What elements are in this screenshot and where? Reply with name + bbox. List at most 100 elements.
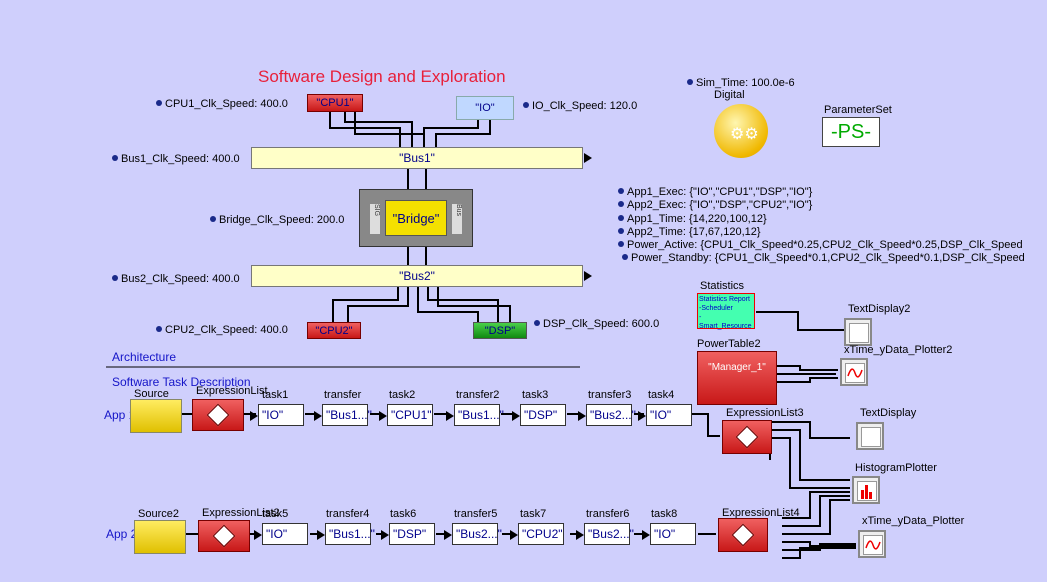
sim-time-param[interactable]: Sim_Time: 100.0e-6 xyxy=(687,77,795,89)
expression-list4-label: ExpressionList4 xyxy=(722,507,800,519)
diamond-icon xyxy=(206,403,230,427)
task-block[interactable]: "CPU2" xyxy=(510,523,564,545)
xtime-plotter-label: xTime_yData_Plotter xyxy=(862,515,965,527)
task-block[interactable]: "CPU1" xyxy=(379,404,433,426)
task-title: task6 xyxy=(390,508,417,520)
bus2-block[interactable]: "Bus2" xyxy=(251,265,592,287)
source-block[interactable] xyxy=(130,399,182,433)
task-title: transfer5 xyxy=(454,508,498,520)
app2-exec-param[interactable]: App2_Exec: {"IO","DSP","CPU2","IO"} xyxy=(618,199,812,211)
diamond-icon xyxy=(212,524,236,548)
bridge-clk-param[interactable]: Bridge_Clk_Speed: 200.0 xyxy=(210,214,344,226)
parameter-set-text: -PS- xyxy=(831,120,871,143)
param-icon xyxy=(534,320,540,326)
parameter-set-block[interactable]: -PS- xyxy=(822,117,880,147)
text-display-block[interactable] xyxy=(856,422,884,450)
param-icon xyxy=(687,79,693,85)
power-table-block[interactable]: "Manager_1" xyxy=(697,351,777,405)
histogram-plotter-block[interactable] xyxy=(852,476,880,504)
cpu2-clk-param[interactable]: CPU2_Clk_Speed: 400.0 xyxy=(156,324,288,336)
power-standby-param[interactable]: Power_Standby: {CPU1_Clk_Speed*0.1,CPU2_… xyxy=(622,252,1025,264)
xtime-plotter-block[interactable] xyxy=(858,530,886,558)
bridge-side-right: Bus xyxy=(452,204,462,234)
bridge-block[interactable]: SIG "Bridge" Bus xyxy=(359,189,473,247)
task-title: transfer3 xyxy=(588,389,632,401)
task-block[interactable]: "IO" xyxy=(250,404,304,426)
diamond-icon xyxy=(731,523,755,547)
text-display-label: TextDisplay xyxy=(860,407,917,419)
bus2-clk-param[interactable]: Bus2_Clk_Speed: 400.0 xyxy=(112,273,240,285)
task-block[interactable]: "IO" xyxy=(642,523,696,545)
task-block[interactable]: "Bus2..." xyxy=(578,404,636,426)
app1-exec-param[interactable]: App1_Exec: {"IO","CPU1","DSP","IO"} xyxy=(618,186,812,198)
app2-time-text: App2_Time: {17,67,120,12} xyxy=(627,226,761,238)
param-icon xyxy=(112,275,118,281)
task-block[interactable]: "IO" xyxy=(638,404,692,426)
param-icon xyxy=(618,188,624,194)
bridge-side-left: SIG xyxy=(370,204,380,234)
dsp-label: "DSP" xyxy=(484,324,516,337)
task-block[interactable]: "Bus1..." xyxy=(317,523,375,545)
task-title: task3 xyxy=(522,389,549,401)
task-block[interactable]: "Bus2..." xyxy=(444,523,502,545)
task-block[interactable]: "Bus1..." xyxy=(446,404,504,426)
xtime-plotter2-label: xTime_yData_Plotter2 xyxy=(844,344,953,356)
expression-list2-label: ExpressionList2 xyxy=(202,507,280,519)
display-icon xyxy=(849,323,869,343)
digital-gear-icon[interactable]: ⚙⚙ xyxy=(714,104,768,158)
source-label: Source xyxy=(134,388,169,400)
task-block[interactable]: "IO" xyxy=(254,523,308,545)
cpu1-block[interactable]: "CPU1" xyxy=(307,94,363,112)
param-icon xyxy=(210,216,216,222)
task-block[interactable]: "DSP" xyxy=(512,404,566,426)
power-active-param[interactable]: Power_Active: {CPU1_Clk_Speed*0.25,CPU2_… xyxy=(618,239,1023,251)
bridge-clk-text: Bridge_Clk_Speed: 200.0 xyxy=(219,214,345,226)
task-title: transfer4 xyxy=(326,508,370,520)
expression-list3-label: ExpressionList3 xyxy=(726,407,804,419)
io-label: "IO" xyxy=(475,102,495,114)
io-clk-param[interactable]: IO_Clk_Speed: 120.0 xyxy=(523,100,637,112)
bus2-clk-text: Bus2_Clk_Speed: 400.0 xyxy=(121,273,240,285)
app2-label: App 2 xyxy=(106,527,138,541)
waveform-icon xyxy=(845,363,865,383)
text-display2-block[interactable] xyxy=(844,318,872,346)
xtime-plotter2-block[interactable] xyxy=(840,358,868,386)
param-icon xyxy=(618,201,624,207)
statistics-block[interactable]: Statistics Report -Scheduler -Smart_Reso… xyxy=(697,293,755,330)
cpu1-clk-param[interactable]: CPU1_Clk_Speed: 400.0 xyxy=(156,98,288,110)
task-title: task2 xyxy=(389,389,416,401)
task-title: transfer6 xyxy=(586,508,630,520)
cpu2-block[interactable]: "CPU2" xyxy=(307,322,361,339)
expression-list-block[interactable] xyxy=(192,399,244,431)
source2-block[interactable] xyxy=(134,520,186,554)
source2-label: Source2 xyxy=(138,508,179,520)
app1-exec-text: App1_Exec: {"IO","CPU1","DSP","IO"} xyxy=(627,186,813,198)
digital-label: Digital xyxy=(714,89,745,101)
expression-list4-block[interactable] xyxy=(718,518,768,552)
param-icon xyxy=(156,100,162,106)
cpu2-clk-text: CPU2_Clk_Speed: 400.0 xyxy=(165,324,288,336)
expression-list2-block[interactable] xyxy=(198,520,250,552)
app1-time-param[interactable]: App1_Time: {14,220,100,12} xyxy=(618,213,767,225)
task-block[interactable]: "DSP" xyxy=(381,523,435,545)
histogram-plotter-label: HistogramPlotter xyxy=(855,462,937,474)
arrow-right-icon xyxy=(584,153,592,163)
task-title: task7 xyxy=(520,508,547,520)
app2-exec-text: App2_Exec: {"IO","DSP","CPU2","IO"} xyxy=(627,199,813,211)
bus1-clk-param[interactable]: Bus1_Clk_Speed: 400.0 xyxy=(112,153,240,165)
bus1-clk-text: Bus1_Clk_Speed: 400.0 xyxy=(121,153,240,165)
app1-time-text: App1_Time: {14,220,100,12} xyxy=(627,213,767,225)
software-section-label: Software Task Description xyxy=(112,375,251,389)
task-title: transfer xyxy=(324,389,362,401)
app2-time-param[interactable]: App2_Time: {17,67,120,12} xyxy=(618,226,761,238)
dsp-block[interactable]: "DSP" xyxy=(473,322,527,339)
statistics-line: -Scheduler xyxy=(699,305,733,312)
task-block[interactable]: "Bus2..." xyxy=(576,523,634,545)
task-block[interactable]: "Bus1..." xyxy=(314,404,372,426)
power-standby-text: Power_Standby: {CPU1_Clk_Speed*0.1,CPU2_… xyxy=(631,252,1025,264)
io-block[interactable]: "IO" xyxy=(456,96,514,120)
dsp-clk-param[interactable]: DSP_Clk_Speed: 600.0 xyxy=(534,318,659,330)
expression-list3-block[interactable] xyxy=(722,420,772,454)
bus1-block[interactable]: "Bus1" xyxy=(251,147,592,169)
architecture-section-label: Architecture xyxy=(112,350,177,364)
